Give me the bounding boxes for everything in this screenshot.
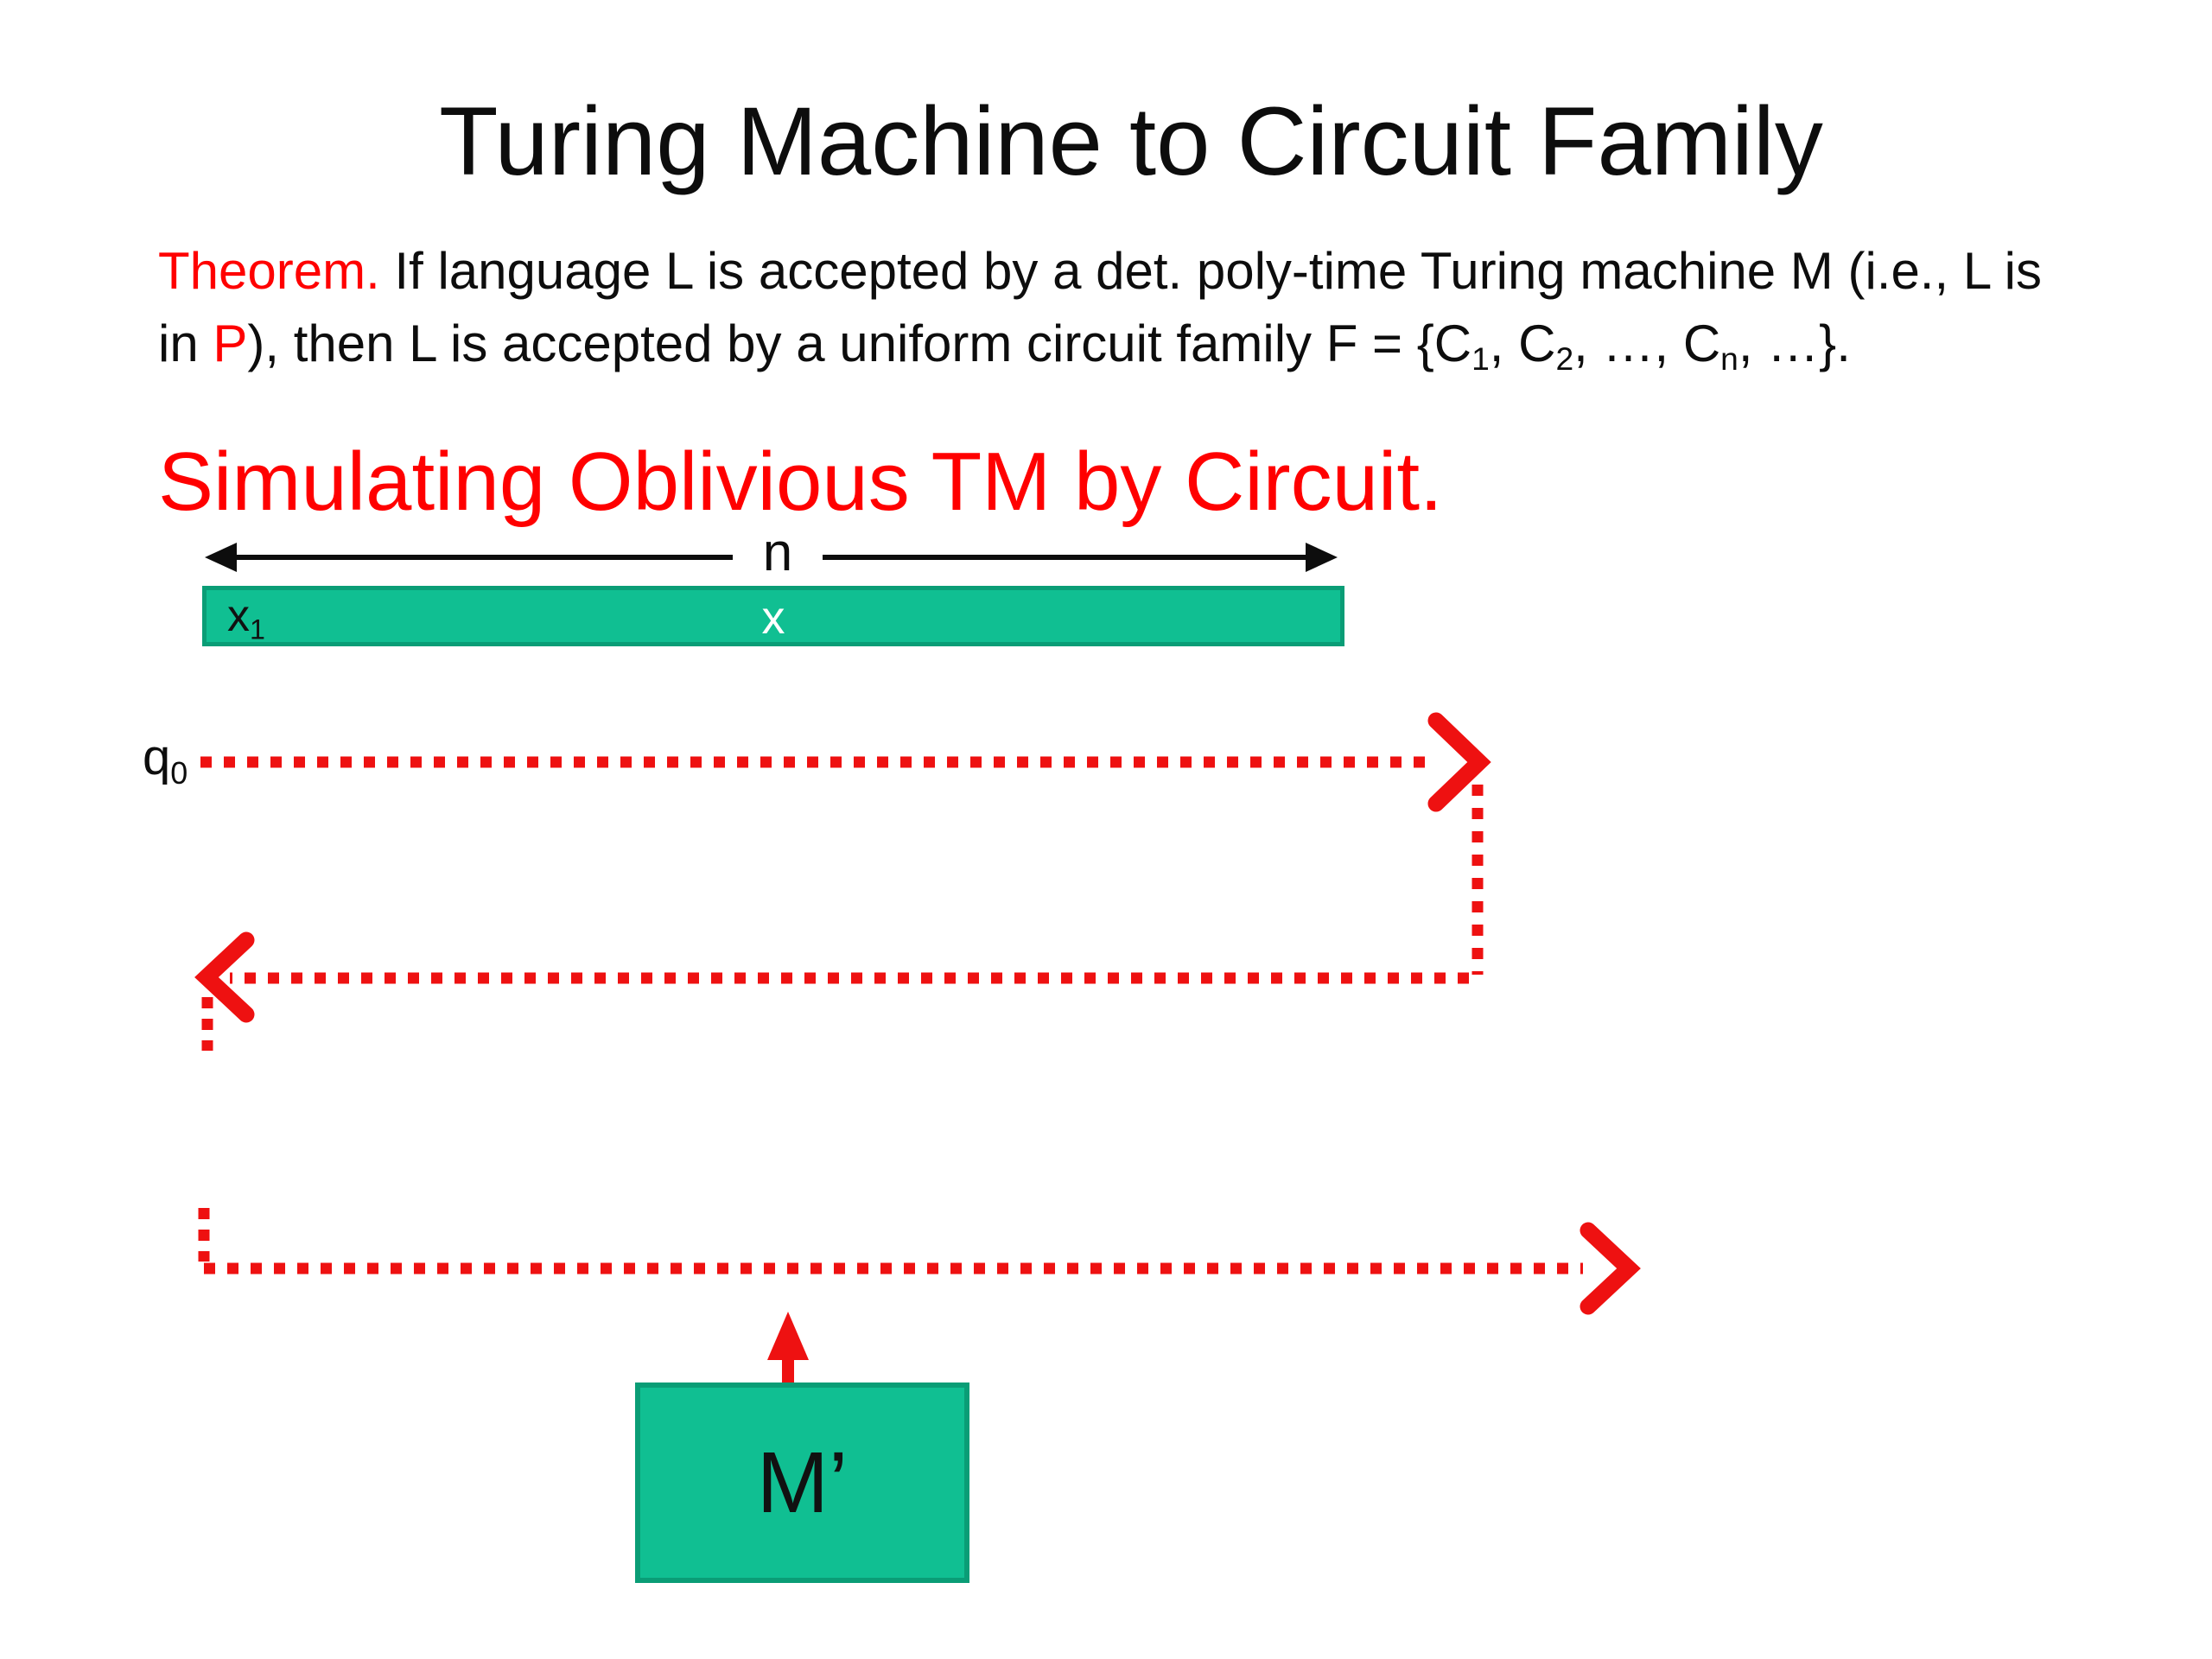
tape-content-label: x [761,592,785,645]
chevron-right-icon [1580,1222,1641,1315]
slide-title: Turing Machine to Circuit Family [439,87,1823,195]
section-heading: Simulating Oblivious TM by Circuit. [158,435,1443,528]
machine-output-arrow [767,1312,809,1384]
tape-cell-x1-label: x1 [227,591,265,645]
tape-length-label: n [762,523,793,582]
input-tape: x1 x [202,586,1344,646]
machine-box: M’ [635,1382,969,1583]
head-trace-pass2-arrow [194,931,1469,1051]
theorem-line-1: Theorem. If language L is accepted by a … [158,242,2042,300]
theorem-text: Theorem. If language L is accepted by a … [158,235,2111,380]
chevron-left-icon [194,931,255,1023]
chevron-right-icon [1427,712,1491,812]
head-trace-final-pass-arrow [198,1208,1641,1315]
initial-state-label: q0 [143,729,188,791]
theorem-line-2: in P), then L is accepted by a uniform c… [158,315,1851,378]
machine-label: M’ [756,1433,849,1531]
arrowhead-up-icon [767,1312,809,1360]
arrowhead-left-icon [205,543,237,572]
arrowhead-right-icon [1306,543,1338,572]
head-trace-pass1-arrow [200,712,1491,812]
